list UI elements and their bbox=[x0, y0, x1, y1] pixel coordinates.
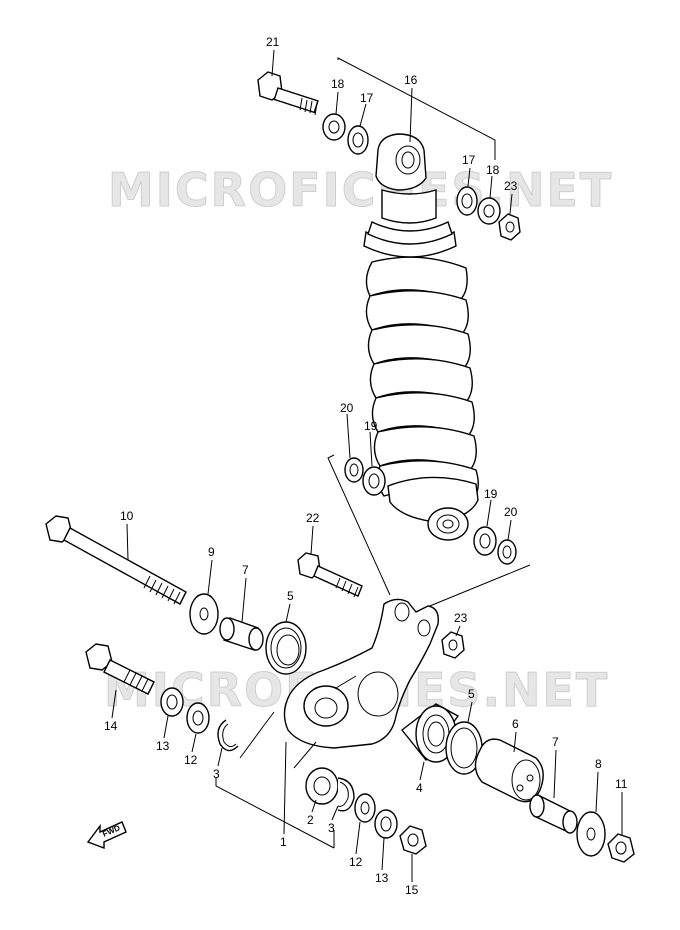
part-label-19: 19 bbox=[484, 487, 498, 501]
part-label-17: 17 bbox=[462, 153, 476, 167]
part-label-7: 7 bbox=[242, 563, 249, 577]
part-label-9: 9 bbox=[208, 545, 215, 559]
part-label-5: 5 bbox=[468, 687, 475, 701]
washer-20-left bbox=[344, 457, 364, 483]
part-label-14: 14 bbox=[104, 719, 118, 733]
part-label-4: 4 bbox=[416, 781, 423, 795]
part-label-3: 3 bbox=[328, 821, 335, 835]
bracket-mid-left bbox=[327, 454, 391, 596]
washer-8 bbox=[576, 811, 606, 857]
spacer-6 bbox=[474, 738, 544, 803]
washer-12-left bbox=[186, 702, 210, 734]
watermark-top: MICROFICHES.NET bbox=[108, 163, 613, 217]
bushing-2 bbox=[305, 767, 339, 805]
part-label-11: 11 bbox=[615, 777, 628, 791]
collar-13-left bbox=[160, 687, 184, 717]
part-label-13: 13 bbox=[156, 739, 170, 753]
part-label-22: 22 bbox=[306, 511, 320, 525]
circlip-3-right bbox=[337, 777, 355, 812]
nut-23-mid bbox=[441, 631, 465, 659]
part-label-3: 3 bbox=[213, 767, 220, 781]
washer-12-right bbox=[354, 793, 376, 823]
part-label-6: 6 bbox=[512, 717, 519, 731]
part-label-23: 23 bbox=[504, 179, 518, 193]
collar-19-left bbox=[362, 466, 386, 496]
cushion-lever-1 bbox=[283, 598, 439, 749]
part-label-12: 12 bbox=[349, 855, 363, 869]
bolt-22 bbox=[297, 552, 363, 598]
part-label-17: 17 bbox=[360, 91, 374, 105]
bracket-bottom-left bbox=[215, 778, 335, 849]
axis-line-left bbox=[239, 711, 275, 759]
leader-lines bbox=[111, 49, 623, 882]
part-label-10: 10 bbox=[120, 509, 134, 523]
washer-17-right bbox=[456, 186, 478, 216]
axis-line-lower bbox=[293, 741, 317, 769]
sleeve-7-left bbox=[219, 617, 264, 651]
bracket-mid-right bbox=[419, 564, 531, 611]
bracket-top bbox=[337, 57, 496, 160]
collar-13-right bbox=[374, 809, 398, 839]
bolt-14 bbox=[85, 643, 155, 695]
collar-18-right bbox=[477, 197, 501, 225]
circlip-3-left bbox=[217, 719, 239, 752]
collar-18-top bbox=[322, 113, 346, 141]
part-label-5: 5 bbox=[287, 589, 294, 603]
part-label-12: 12 bbox=[184, 753, 198, 767]
part-label-15: 15 bbox=[405, 883, 419, 897]
nut-15 bbox=[399, 825, 427, 855]
collar-19-right bbox=[473, 526, 497, 556]
part-label-8: 8 bbox=[595, 757, 602, 771]
part-label-18: 18 bbox=[331, 77, 345, 91]
part-label-13: 13 bbox=[375, 871, 389, 885]
part-label-21: 21 bbox=[266, 35, 280, 49]
sleeve-7-right bbox=[529, 794, 578, 834]
bolt-21 bbox=[257, 71, 319, 116]
seal-5-right bbox=[445, 721, 483, 775]
part-label-20: 20 bbox=[340, 401, 354, 415]
washer-20-right bbox=[497, 539, 517, 565]
fwd-arrow-icon: FWD bbox=[86, 821, 127, 850]
part-number-labels: 21 18 17 16 17 18 23 20 19 19 20 10 22 9… bbox=[104, 35, 628, 897]
seal-5-left bbox=[265, 621, 307, 675]
part-label-18: 18 bbox=[486, 163, 500, 177]
part-label-7: 7 bbox=[552, 735, 559, 749]
part-label-20: 20 bbox=[504, 505, 518, 519]
washer-9 bbox=[189, 593, 219, 635]
part-label-19: 19 bbox=[364, 419, 378, 433]
washer-17-top bbox=[347, 125, 369, 155]
shock-absorber-16 bbox=[363, 133, 479, 541]
part-label-1: 1 bbox=[280, 835, 287, 849]
nut-11 bbox=[607, 833, 635, 863]
bolt-10 bbox=[45, 515, 187, 605]
part-label-16: 16 bbox=[404, 73, 418, 87]
part-label-23: 23 bbox=[454, 611, 468, 625]
part-label-2: 2 bbox=[307, 813, 314, 827]
nut-23-top bbox=[498, 213, 521, 241]
